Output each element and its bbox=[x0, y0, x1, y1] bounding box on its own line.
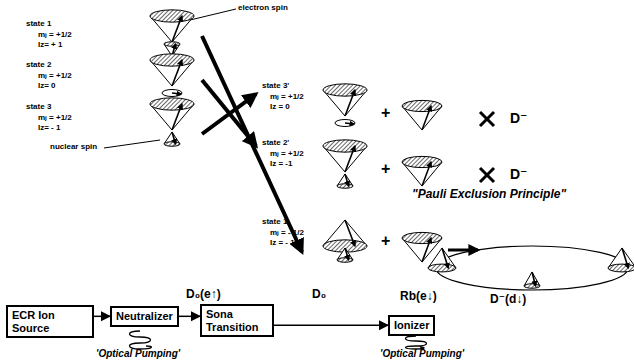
transition-arrow bbox=[202, 36, 302, 252]
electron-spin-cone bbox=[150, 98, 194, 130]
state-label: state 2' bbox=[262, 139, 289, 148]
state-label: Iz= + 1 bbox=[38, 41, 62, 50]
state-label: + bbox=[381, 160, 390, 178]
state-label: + bbox=[381, 232, 390, 250]
nuclear-spin-cone bbox=[337, 174, 353, 188]
ion-electron-cone bbox=[428, 248, 456, 272]
state-label: state 1' bbox=[262, 218, 289, 227]
leader-line bbox=[190, 9, 236, 20]
state-label: mⱼ = +1/2 bbox=[38, 72, 72, 81]
electron-spin-cone bbox=[323, 140, 367, 172]
electron-spin-cone bbox=[150, 10, 194, 42]
state-label: Iz= - 1 bbox=[38, 124, 60, 133]
state-label: mⱼ = +1/2 bbox=[38, 114, 72, 123]
box-label: Neutralizer bbox=[116, 310, 173, 323]
species-label: D₀ bbox=[312, 288, 326, 301]
state-label: mⱼ = +1/2 bbox=[270, 150, 304, 159]
state-label: mⱼ = - 1/2 bbox=[270, 229, 304, 238]
species-label: D⁻(d↓) bbox=[490, 293, 526, 306]
process-box: Neutralizer bbox=[110, 306, 179, 327]
rubidium-electron-cone bbox=[402, 100, 442, 130]
electron-spin-cone bbox=[323, 84, 367, 116]
ion-orbit bbox=[436, 246, 628, 290]
process-box: ECR Ion Source bbox=[6, 305, 94, 338]
state-label: D⁻ bbox=[510, 111, 528, 126]
state-label: mⱼ = +1/2 bbox=[38, 31, 72, 40]
nuclear-spin-cone bbox=[337, 248, 353, 262]
state-label: D⁻ bbox=[510, 167, 528, 182]
state-label: Iz = -1 bbox=[270, 160, 292, 169]
blocked-mark bbox=[480, 112, 494, 182]
state-label: electron spin bbox=[238, 4, 288, 13]
species-label: D₀(e↑) bbox=[186, 288, 221, 301]
flow-connector bbox=[94, 316, 110, 318]
ion-electron-cone bbox=[608, 248, 634, 272]
process-note: 'Optical Pumping' bbox=[96, 348, 180, 359]
optical-pumping-symbol bbox=[130, 331, 427, 349]
state-label: state 2 bbox=[26, 61, 51, 70]
box-label: Ionizer bbox=[394, 319, 429, 332]
leader-line bbox=[104, 140, 160, 148]
state-label: state 3 bbox=[26, 103, 51, 112]
flow-connector bbox=[179, 316, 200, 318]
process-box: Ionizer bbox=[388, 315, 435, 336]
state-label: state 1 bbox=[26, 20, 51, 29]
flow-connector bbox=[274, 325, 388, 327]
state-label: Iz = - 1 bbox=[270, 239, 295, 248]
state-label: Iz = 0 bbox=[270, 103, 290, 112]
process-box: Sona Transition bbox=[200, 304, 274, 337]
state-label: "Pauli Exclusion Principle" bbox=[412, 188, 566, 201]
nuclear-spin-cone bbox=[164, 132, 180, 146]
nuclear-spin-cone bbox=[335, 120, 355, 127]
state-label: mⱼ = +1/2 bbox=[270, 93, 304, 102]
transition-arrow bbox=[202, 94, 256, 134]
state-label: nuclear spin bbox=[50, 143, 97, 152]
box-label: Sona Transition bbox=[206, 308, 268, 333]
process-note: 'Optical Pumping' bbox=[380, 348, 464, 359]
rubidium-electron-cone bbox=[402, 156, 442, 186]
box-label: ECR Ion Source bbox=[12, 309, 88, 334]
transition-arrow bbox=[202, 80, 256, 146]
species-label: Rb(e↓) bbox=[400, 290, 437, 303]
deuteron-spin-cone bbox=[524, 272, 540, 288]
state-label: Iz= 0 bbox=[38, 82, 56, 91]
electron-spin-cone bbox=[150, 54, 194, 86]
state-label: state 3' bbox=[262, 82, 289, 91]
state-label: + bbox=[381, 104, 390, 122]
nuclear-spin-cone bbox=[162, 90, 182, 97]
